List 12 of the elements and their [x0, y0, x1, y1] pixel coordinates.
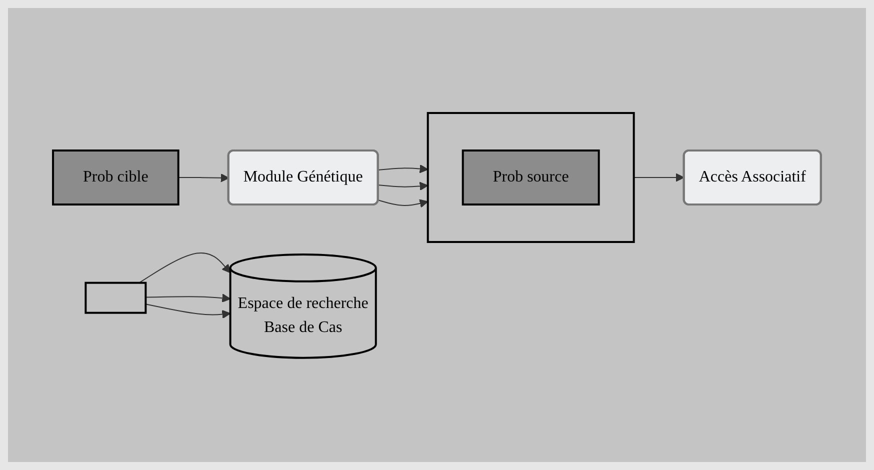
node-box: Prob source [462, 149, 600, 206]
arrow [377, 198, 428, 208]
arrow [145, 303, 231, 318]
arrow [178, 173, 230, 182]
arrow [377, 164, 428, 173]
node-box [84, 281, 147, 314]
arrow [138, 252, 231, 283]
arrow [633, 172, 684, 182]
cluster [426, 112, 635, 243]
arrow [377, 181, 428, 190]
node-box: Prob cible [52, 149, 180, 206]
arrow [145, 293, 231, 302]
